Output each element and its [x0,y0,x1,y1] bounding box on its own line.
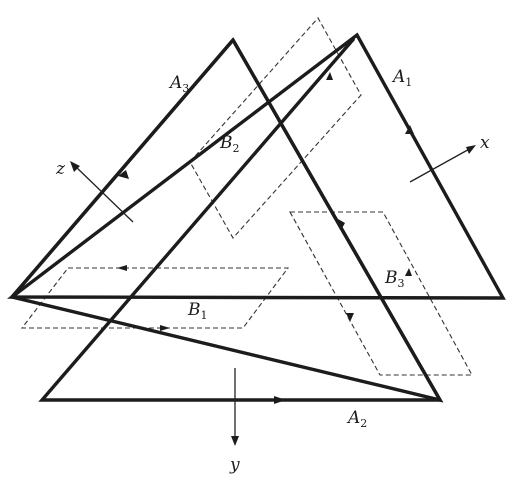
arrow-a2-bottom [274,396,286,404]
label-b1: B1 [187,300,208,322]
label-a1: A1 [391,67,412,89]
arrow-b1-top [117,265,127,271]
arrow-a3-left [118,170,129,179]
arrow-b1-bottom [160,325,170,331]
axis-label-y: y [229,455,240,475]
loop-b1 [20,267,290,329]
arrow-b2 [326,72,333,80]
triangle-a1 [6,32,506,300]
loop-b2 [189,17,362,239]
label-b2: B2 [219,133,240,155]
x-axis-line [409,146,474,183]
loop-b3 [289,211,473,376]
axis-label-z: z [55,159,66,179]
z-axis-arrowhead [70,161,80,172]
axis-label-x: x [480,133,490,153]
label-a3: A3 [168,73,189,95]
arrow-b3-left [346,313,354,322]
arrow-b3-right [405,268,412,276]
z-axis-line [73,164,134,223]
arrow-a1-right [405,125,414,134]
triangle-a3-left-edge [10,38,235,299]
arrow-a3-right [338,219,345,230]
triangle-a2 [38,33,443,402]
x-axis-arrowhead [466,145,476,154]
label-a2: A2 [346,408,367,430]
label-b3: B3 [384,268,405,290]
y-axis-arrowhead [231,436,239,446]
